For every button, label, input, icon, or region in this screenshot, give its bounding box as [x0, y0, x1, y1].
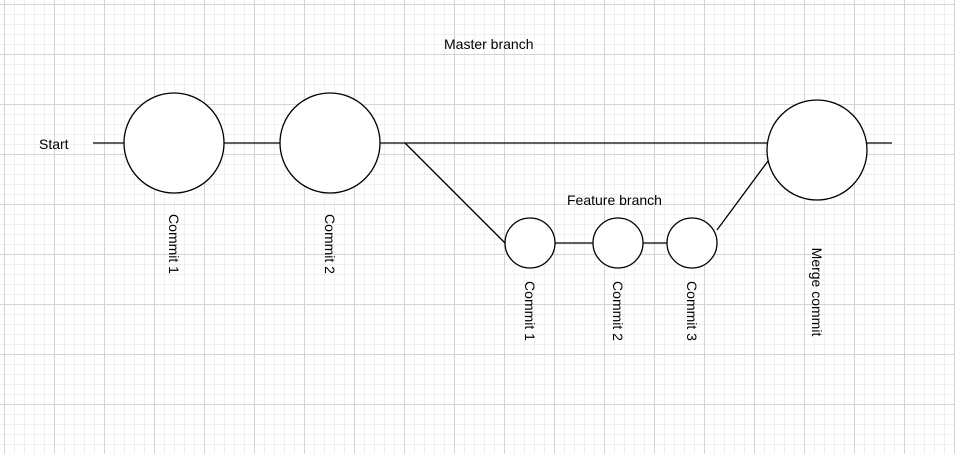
master-commit-2-label: Commit 2 — [322, 214, 338, 274]
master-commit-1-label: Commit 1 — [166, 214, 182, 274]
feature-commit-1-label: Commit 1 — [522, 281, 538, 341]
branch-off-line — [404, 142, 506, 244]
feature-branch-label: Feature branch — [567, 192, 662, 208]
master-commit-2-node[interactable] — [279, 92, 381, 194]
feature-commit-3-node[interactable] — [666, 217, 718, 269]
merge-commit-label: Merge commit — [809, 247, 825, 337]
master-branch-label: Master branch — [444, 36, 534, 52]
master-commit-1-node[interactable] — [123, 92, 225, 194]
feature-commit-1-node[interactable] — [504, 217, 556, 269]
start-label: Start — [39, 136, 69, 152]
merge-line — [716, 160, 769, 231]
merge-commit-node[interactable] — [766, 99, 868, 201]
feature-commit-2-label: Commit 2 — [610, 281, 626, 341]
feature-commit-3-label: Commit 3 — [684, 281, 700, 341]
feature-commit-2-node[interactable] — [592, 217, 644, 269]
